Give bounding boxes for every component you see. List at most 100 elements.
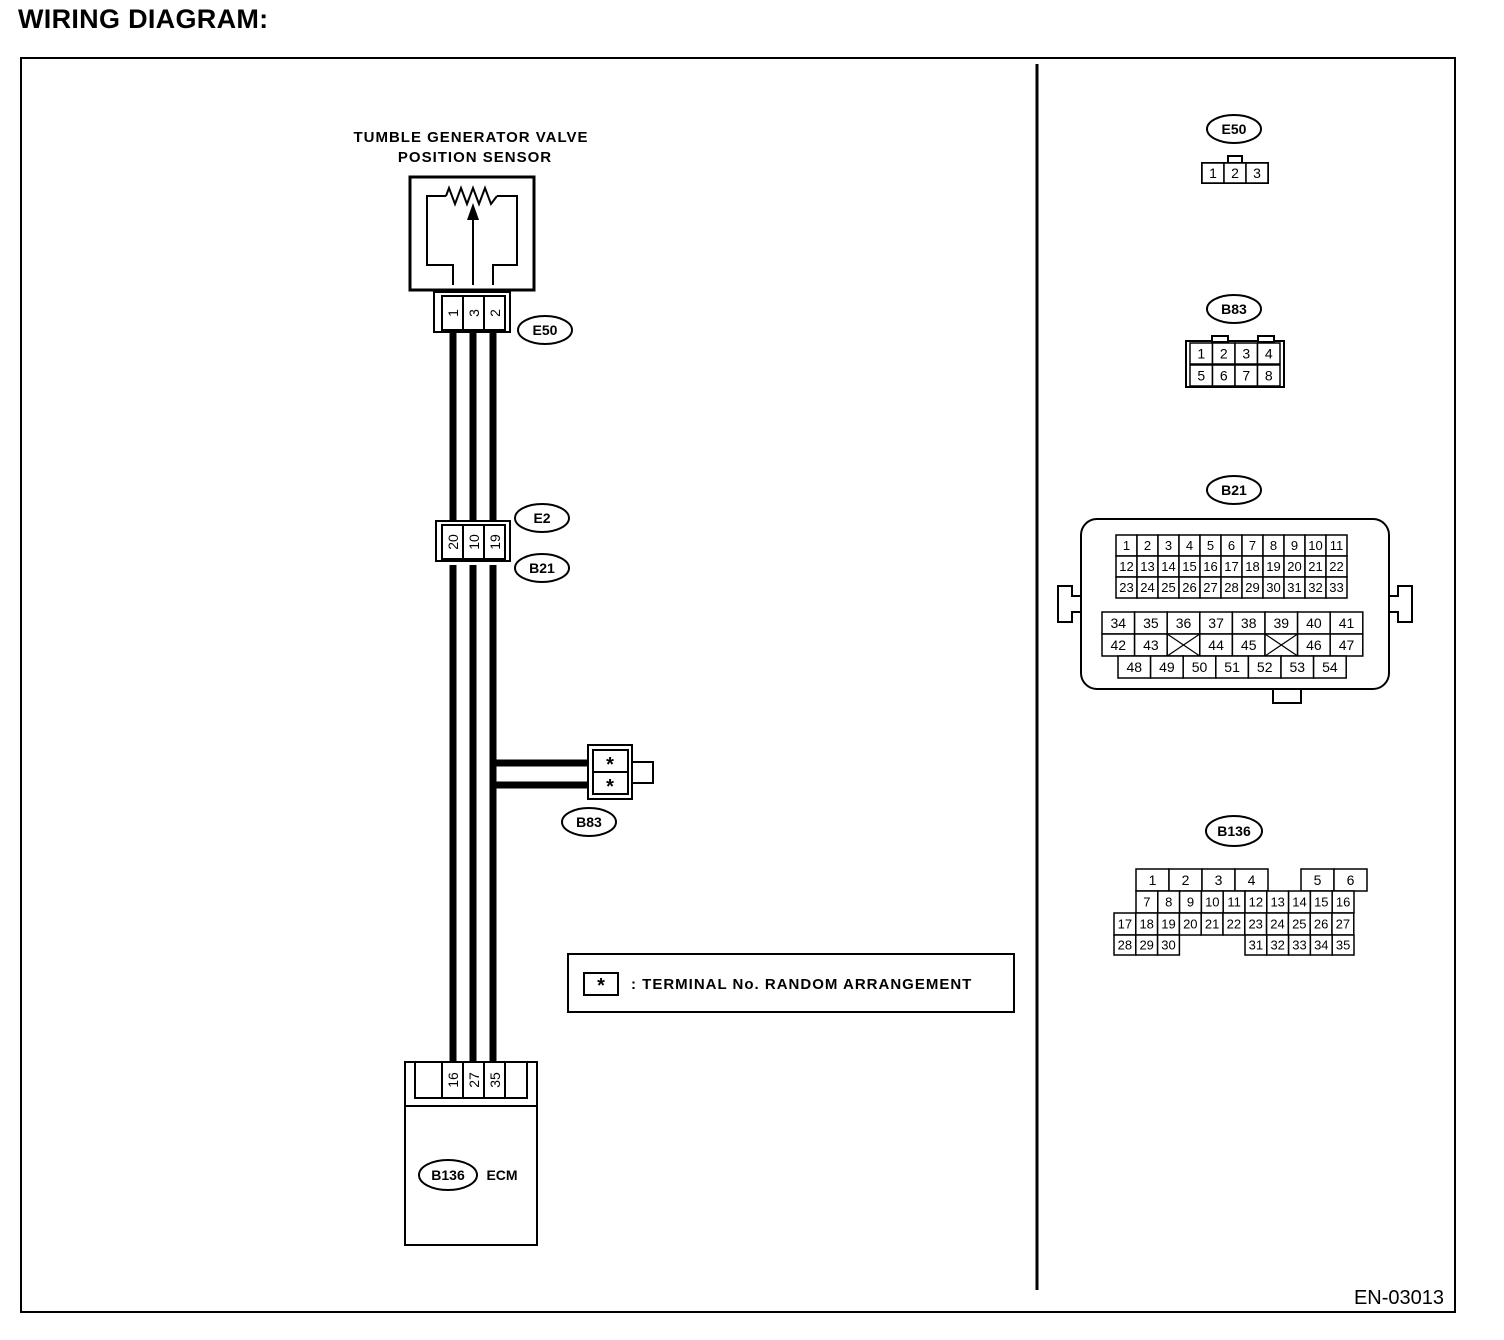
pin-number: 3 [1215, 872, 1223, 888]
pin-number: 22 [1329, 559, 1343, 574]
pin-number: 23 [1119, 580, 1133, 595]
pin-number: 7 [1143, 895, 1150, 910]
pin-number: 8 [1165, 895, 1172, 910]
joint-pin-label: 10 [466, 534, 482, 550]
pin-number: 33 [1292, 938, 1306, 953]
pin-number: 6 [1347, 872, 1355, 888]
wiper-arrow-icon [467, 203, 479, 220]
pin-number: 24 [1140, 580, 1154, 595]
pin-number: 31 [1249, 938, 1263, 953]
note-text: : TERMINAL No. RANDOM ARRANGEMENT [631, 976, 972, 993]
branch-connector-latch [631, 761, 654, 784]
ecm-pin-label: 27 [466, 1072, 482, 1088]
pin-number: 33 [1329, 580, 1343, 595]
pin-number: 8 [1270, 538, 1277, 553]
pin-number: 44 [1208, 637, 1224, 653]
connector-view-label: E50 [1222, 121, 1247, 137]
pin-number: 6 [1220, 368, 1228, 384]
pin-number: 25 [1161, 580, 1175, 595]
pin-number: 19 [1161, 917, 1175, 932]
pin-number: 27 [1336, 917, 1350, 932]
sensor-pin-label: 1 [445, 309, 461, 317]
pin-number: 27 [1203, 580, 1217, 595]
sensor-pin-label: 2 [487, 309, 503, 317]
figure-id: EN-03013 [1354, 1287, 1444, 1309]
wire-harness [449, 332, 592, 1062]
pin-number: 52 [1257, 659, 1273, 675]
pin-number: 11 [1330, 538, 1344, 553]
ecm-pin-label: 16 [445, 1072, 461, 1088]
pin-number: 48 [1127, 659, 1143, 675]
pin-number: 9 [1187, 895, 1194, 910]
joint-pin-label: 20 [445, 534, 461, 550]
pin-number: 28 [1118, 938, 1132, 953]
pin-number: 15 [1182, 559, 1196, 574]
pin-number: 3 [1253, 165, 1261, 181]
diagram-frame [20, 57, 1456, 1313]
pin-number: 42 [1111, 637, 1127, 653]
pin-number: 5 [1197, 368, 1205, 384]
sensor-circuit-left [426, 195, 454, 285]
pin-number: 14 [1292, 895, 1306, 910]
random-arrangement-mark: * [606, 754, 614, 776]
pin-cell [1312, 655, 1347, 679]
sensor-name-line1: TUMBLE GENERATOR VALVE [353, 129, 588, 146]
pin-number: 50 [1192, 659, 1208, 675]
pin-number: 4 [1248, 872, 1256, 888]
pin-cell [1331, 934, 1355, 956]
pin-number: 2 [1144, 538, 1151, 553]
sensor-circuit-right [492, 195, 518, 285]
connector-tag-label: B136 [431, 1167, 465, 1183]
pin-number: 17 [1224, 559, 1238, 574]
pin-number: 53 [1290, 659, 1306, 675]
pin-number: 18 [1245, 559, 1259, 574]
pin-number: 29 [1139, 938, 1153, 953]
pin-cell [1325, 576, 1348, 599]
b83-view-latch [1257, 335, 1275, 343]
pin-number: 20 [1287, 559, 1301, 574]
pin-number: 43 [1143, 637, 1159, 653]
tumble-generator-valve-position-sensor: TUMBLE GENERATOR VALVE POSITION SENSOR 1… [353, 129, 588, 345]
pin-number: 1 [1197, 346, 1205, 362]
b21-view-clip-left [1057, 585, 1081, 623]
pin-number: 1 [1209, 165, 1217, 181]
connector-tag-label: B21 [529, 560, 555, 576]
note-symbol: * [597, 975, 605, 997]
pin-number: 29 [1245, 580, 1259, 595]
pin-number: 5 [1207, 538, 1214, 553]
pin-number: 36 [1176, 615, 1192, 631]
connector-view-tag-b136 [1205, 815, 1263, 847]
pin-number: 32 [1308, 580, 1322, 595]
connector-view-label: B21 [1221, 482, 1247, 498]
pin-number: 16 [1336, 895, 1350, 910]
pin-cell [1256, 342, 1281, 365]
joint-connector-e2-b21: 20 10 19 E2 B21 [435, 503, 570, 583]
pin-number: 22 [1227, 917, 1241, 932]
blocked-cavity-mark [1264, 633, 1298, 657]
pin-number: 34 [1314, 938, 1328, 953]
pin-number: 34 [1111, 615, 1127, 631]
pin-number: 21 [1205, 917, 1219, 932]
pin-number: 2 [1182, 872, 1190, 888]
note-box: * : TERMINAL No. RANDOM ARRANGEMENT [567, 953, 1015, 1013]
connector-tag-b21 [514, 553, 570, 583]
resistor-symbol [445, 185, 498, 207]
pin-number: 12 [1119, 559, 1133, 574]
branch-connector-b83: * * B83 [561, 744, 654, 837]
note-frame [567, 953, 1015, 1013]
ecm-pin-cell [483, 1061, 506, 1099]
pin-number: 35 [1143, 615, 1159, 631]
pin-number: 20 [1183, 917, 1197, 932]
pin-number: 24 [1270, 917, 1284, 932]
e50-view-latch [1227, 155, 1243, 164]
pin-number: 45 [1241, 637, 1257, 653]
sensor-pin-label: 3 [466, 309, 482, 317]
pin-number: 47 [1339, 637, 1355, 653]
pin-number: 30 [1161, 938, 1175, 953]
connector-view-tag-b21 [1206, 475, 1262, 505]
connector-tag-label: B83 [576, 814, 602, 830]
pin-number: 7 [1242, 368, 1250, 384]
